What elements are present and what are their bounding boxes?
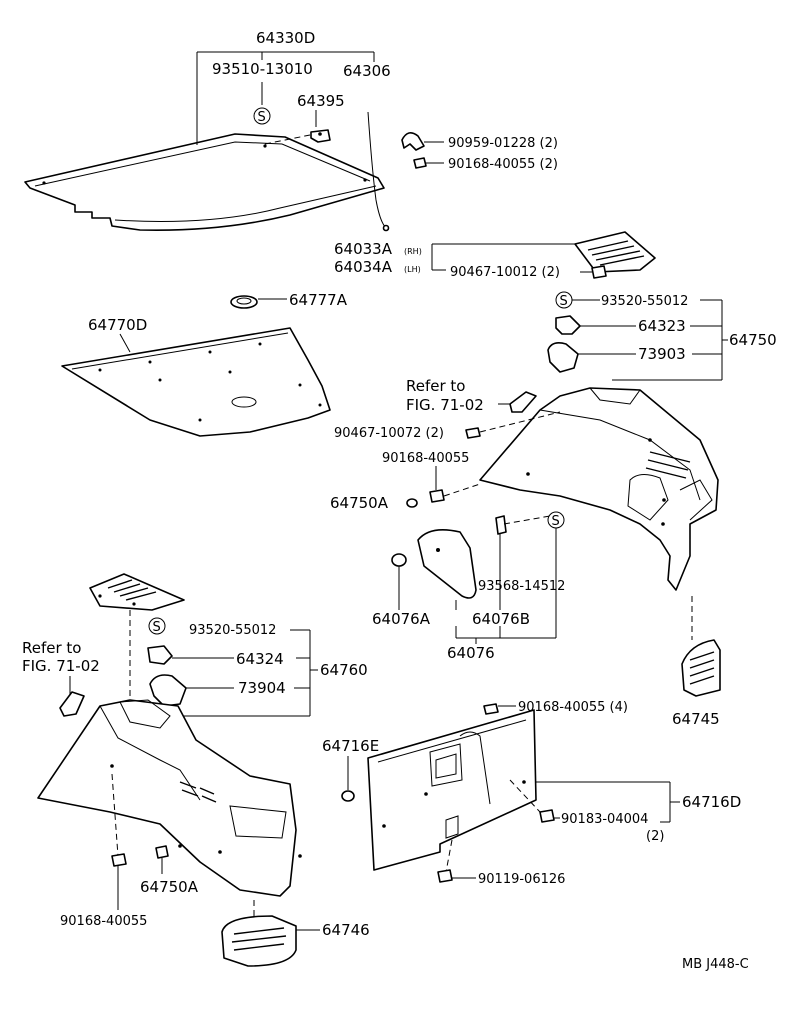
label-64395: 64395	[297, 92, 345, 110]
screw-90168-b	[429, 466, 445, 503]
label-90168-d: 90168-40055	[60, 914, 147, 929]
label-64716D: 64716D	[682, 793, 741, 811]
bracket-64750	[572, 299, 728, 381]
label-64750: 64750	[729, 331, 777, 349]
label-64034A-lh: (LH)	[404, 265, 421, 274]
label-64746: 64746	[322, 921, 370, 939]
grille-64745	[681, 639, 721, 697]
label-refer-2b: FIG. 71-02	[22, 657, 100, 675]
clip-refer-2	[59, 676, 85, 717]
cap-64750A-bot	[155, 845, 169, 874]
holder-73903	[547, 342, 636, 373]
label-64076B: 64076B	[472, 610, 530, 628]
svg-text:S: S	[552, 514, 560, 529]
label-64777A: 64777A	[289, 291, 348, 309]
label-93568: 93568-14512	[478, 579, 565, 594]
holder-73904	[149, 674, 234, 707]
label-73903: 73903	[638, 345, 686, 363]
label-64306: 64306	[343, 62, 391, 80]
bracket-64323	[555, 315, 636, 335]
bracket-64716D	[536, 781, 680, 823]
cap-64750A-top	[406, 498, 418, 508]
label-64330D: 64330D	[256, 29, 315, 47]
label-90959: 90959-01228 (2)	[448, 136, 558, 151]
screw-90168-c	[483, 703, 516, 715]
screw-90168-top	[413, 157, 444, 169]
label-93520-a: 93520-55012	[601, 294, 688, 309]
label-64034A: 64034A	[334, 258, 393, 276]
bracket-64330D	[196, 51, 375, 145]
screw-90467-top	[591, 265, 607, 279]
label-93510-13010: 93510-13010	[212, 60, 313, 78]
label-refer-1b: FIG. 71-02	[406, 396, 484, 414]
plug-64777A	[230, 295, 287, 309]
label-64076A: 64076A	[372, 610, 431, 628]
label-90168-a: 90168-40055 (2)	[448, 157, 558, 172]
leader-dash-90119	[445, 839, 453, 873]
clip-64076B	[495, 515, 507, 535]
symbol-s-3: S	[547, 511, 565, 529]
symbol-s-1: S	[253, 107, 271, 125]
floor-board-64770D	[61, 327, 331, 437]
label-90168-b: 90168-40055	[382, 451, 469, 466]
leader-dash-90168-d	[111, 773, 119, 857]
cord-64306	[367, 111, 387, 229]
tonneau-cover-board	[24, 133, 385, 231]
clip-90183	[539, 809, 560, 823]
label-90119: 90119-06126	[478, 872, 565, 887]
bracket-64324	[147, 645, 234, 665]
label-90168-c: 90168-40055 (4)	[518, 700, 628, 715]
side-trim-right-64750	[479, 387, 719, 591]
label-64033A: 64033A	[334, 240, 393, 258]
grille-64746	[221, 915, 320, 967]
bracket-64760	[180, 629, 318, 717]
leader-dash-90183	[509, 779, 541, 813]
label-90467-a: 90467-10012 (2)	[450, 265, 560, 280]
label-90183-qty: (2)	[646, 829, 664, 844]
leader-dash-64076B	[503, 515, 551, 525]
leader-dash-90467	[479, 411, 561, 433]
leader-dash-64395	[264, 134, 311, 145]
label-64760: 64760	[320, 661, 368, 679]
leader-dash-90168-b	[443, 483, 481, 497]
svg-text:S: S	[258, 110, 266, 125]
label-90183: 90183-04004	[561, 812, 648, 827]
clip-90959	[401, 132, 444, 151]
screw-90119	[437, 869, 476, 883]
svg-text:S: S	[560, 294, 568, 309]
clip-refer-1	[498, 391, 537, 413]
label-64750A-top: 64750A	[330, 494, 389, 512]
label-64745: 64745	[672, 710, 720, 728]
side-trim-left-64760	[37, 699, 302, 897]
clip-64716E	[341, 756, 355, 802]
knob-64076A	[391, 553, 407, 567]
symbol-s-2: S	[555, 291, 573, 309]
label-73904: 73904	[238, 679, 286, 697]
svg-text:S: S	[153, 620, 161, 635]
vent-grille-64033A	[574, 231, 656, 273]
label-64770D: 64770D	[88, 316, 147, 334]
symbol-s-4: S	[148, 617, 166, 635]
label-93520-b: 93520-55012	[189, 623, 276, 638]
hook-64395	[310, 129, 331, 143]
rear-panel-64716D	[367, 709, 537, 871]
screw-90467-b	[465, 427, 481, 439]
label-64750A-bot: 64750A	[140, 878, 199, 896]
screw-90168-d	[111, 853, 127, 910]
bracket-64033A	[431, 243, 592, 273]
label-refer-1a: Refer to	[406, 377, 465, 395]
label-90467-b: 90467-10072 (2)	[334, 426, 444, 441]
vent-grille-left	[89, 573, 185, 611]
label-64076: 64076	[447, 644, 495, 662]
label-64716E: 64716E	[322, 737, 379, 755]
cover-64076A	[417, 529, 477, 599]
label-64324: 64324	[236, 650, 284, 668]
label-64033A-rh: (RH)	[404, 247, 422, 256]
bracket-64076	[398, 528, 557, 644]
label-refer-2a: Refer to	[22, 639, 81, 657]
drawing-code: MB J448-C	[682, 957, 749, 972]
label-64323: 64323	[638, 317, 686, 335]
